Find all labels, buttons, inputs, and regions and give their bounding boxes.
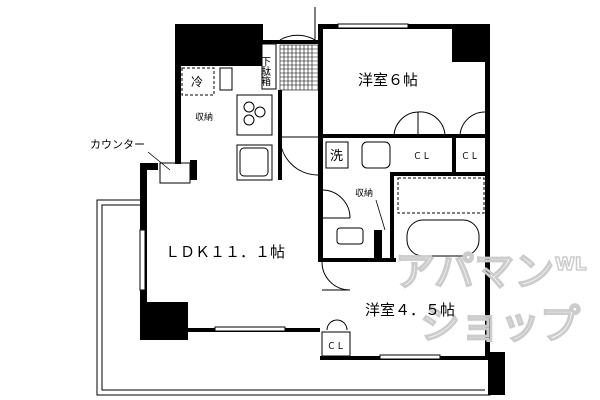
room-label-ldk: ＬＤＫ１１．１帖: [165, 243, 285, 261]
room-label-western-6: 洋室６帖: [358, 71, 418, 89]
svg-text:ショップ: ショップ: [420, 302, 580, 348]
closet-label-1: ＣＬ: [413, 152, 431, 162]
shoe-box-label: 下駄箱: [259, 43, 277, 90]
fixtures: [159, 7, 486, 357]
windows: [139, 23, 441, 360]
watermark-logo: アパマン ショップ WL: [394, 248, 587, 349]
storage-hall-label: 収納: [355, 187, 373, 199]
entrance-tiles: [279, 44, 319, 91]
counter-label: カウンター: [90, 138, 145, 151]
balcony-outline: [96, 199, 491, 396]
fridge-label: 冷: [191, 75, 203, 89]
closet-label-3: ＣＬ: [327, 342, 345, 352]
svg-text:WL: WL: [555, 254, 586, 275]
svg-text:アパマン: アパマン: [395, 249, 554, 295]
closet-label-2: ＣＬ: [461, 152, 479, 162]
washer-label: 洗: [330, 149, 343, 164]
storage-kitchen-label: 収納: [195, 111, 213, 123]
room-label-western-4-5: 洋室４．５帖: [365, 301, 455, 319]
svg-text:下駄箱: 下駄箱: [259, 56, 271, 87]
